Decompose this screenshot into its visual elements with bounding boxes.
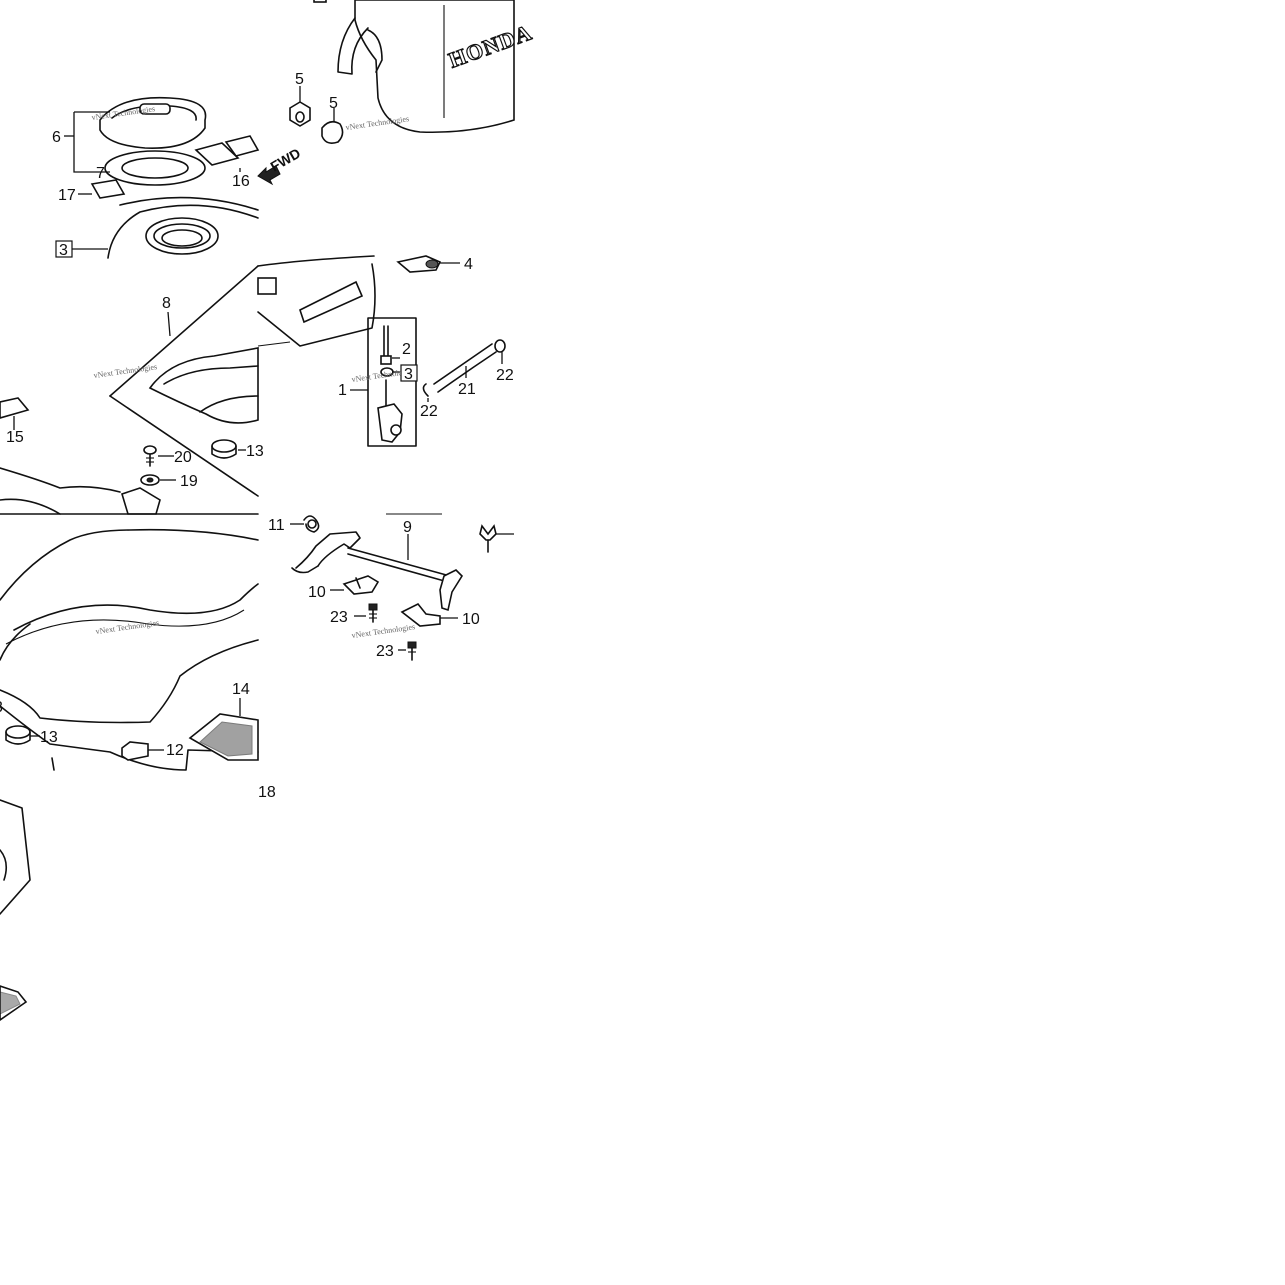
grommet-part-4 (396, 255, 442, 273)
fuel-tank-side: HONDA (313, 0, 536, 134)
callout-23: 23 (330, 609, 348, 626)
forward-direction-indicator: FWD (257, 145, 304, 186)
callout-10: 10 (308, 584, 326, 601)
wing-bolt (479, 524, 514, 553)
fuel-cock-part-1 (377, 325, 403, 443)
cap-part-5 (321, 120, 344, 144)
tank-underside-view (257, 255, 376, 347)
piece-15 (0, 397, 30, 419)
callout-3: 3 (404, 366, 413, 383)
callout-3: 3 (0, 699, 3, 716)
holder-part-10-right (400, 602, 441, 627)
callout-9: 9 (403, 519, 412, 536)
watermark-text: vNext Technologies (93, 362, 158, 380)
bolt-part-23-upper (368, 603, 378, 623)
callout-3-box (400, 364, 418, 382)
bolt-part-23-lower (407, 641, 417, 661)
callout-22: 22 (420, 403, 438, 420)
callout-1: 1 (338, 382, 347, 399)
fuel-cock-boundary (367, 317, 417, 447)
fwd-label: FWD (268, 145, 304, 175)
callout-8: 8 (162, 295, 171, 312)
watermark-text: vNext Technologies (351, 622, 416, 640)
callout-3: 3 (59, 242, 68, 259)
callout-14: 14 (232, 681, 250, 698)
callout-labels: 6 7 17 16 3 5 5 8 15 20 19 13 4 2 3 1 21… (0, 71, 514, 801)
hose-clip-part-22-right (494, 339, 506, 353)
callout-21: 21 (458, 381, 476, 398)
nut-part-5 (289, 101, 311, 127)
callout-6: 6 (52, 129, 61, 146)
lower-tray (0, 985, 28, 1021)
cushion-part-13-lower (5, 725, 31, 745)
lower-side-cover (0, 799, 31, 915)
tray-part-14 (188, 713, 259, 761)
callout-2: 2 (402, 341, 411, 358)
callout-7: 7 (96, 165, 105, 182)
fuel-tank-top-view (107, 196, 259, 259)
callout-5: 5 (329, 95, 338, 112)
callout-5: 5 (295, 71, 304, 88)
callout-19: 19 (180, 473, 198, 490)
callout-13: 13 (40, 729, 58, 746)
tank-support-rod-part-9 (291, 513, 464, 612)
callout-15: 15 (6, 429, 24, 446)
callout-18: 18 (258, 784, 276, 801)
callout-4: 4 (464, 256, 473, 273)
frame-line (0, 467, 121, 493)
spring-part-11 (303, 515, 320, 533)
callout-13: 13 (246, 443, 264, 460)
pin-small (51, 757, 55, 771)
callout-16: 16 (232, 173, 250, 190)
callout-10: 10 (462, 611, 480, 628)
bolt-part-20 (143, 445, 157, 467)
leader-6-7 (73, 112, 110, 173)
fuel-cap-assembly (90, 96, 260, 199)
callout-17: 17 (58, 187, 76, 204)
callout-23: 23 (376, 643, 394, 660)
callout-22: 22 (496, 367, 514, 384)
bracket-part-12 (121, 741, 149, 761)
watermark-text: vNext Technologies (345, 114, 410, 132)
cushion-part-13-upper (211, 439, 237, 459)
seat-assembly (0, 513, 259, 771)
side-cover-part-8 (109, 265, 259, 497)
washer-part-19 (140, 474, 160, 486)
callout-12: 12 (166, 742, 184, 759)
hose-clip-part-22-left (422, 383, 429, 397)
callout-20: 20 (174, 449, 192, 466)
holder-part-10-left (342, 575, 380, 595)
callout-11: 11 (268, 517, 285, 534)
